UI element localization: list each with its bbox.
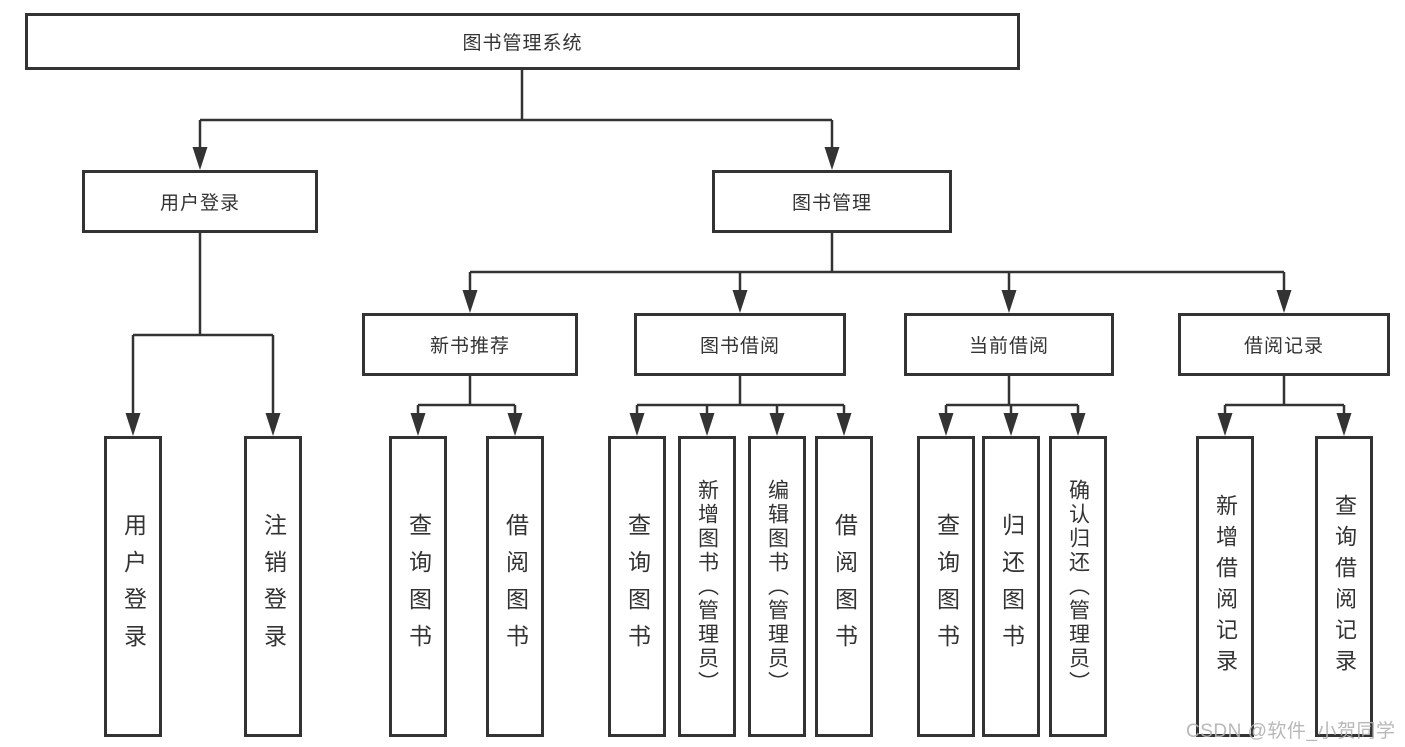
node-add-book-admin-label: 新增图书（管理员） <box>695 478 719 695</box>
node-query-borrow-record-label: 查询借阅记录 <box>1332 493 1357 680</box>
node-edit-book-admin-label: 编辑图书（管理员） <box>765 478 789 695</box>
node-book-borrowing: 图书借阅 <box>634 313 846 376</box>
watermark: CSDN @软件_小贺同学 <box>1186 721 1396 742</box>
node-leaf-logout: 注销登录 <box>244 436 302 737</box>
node-confirm-return-admin: 确认归还（管理员） <box>1049 436 1107 737</box>
node-query-books-borrowing: 查询图书 <box>608 436 666 737</box>
node-leaf-user-login-label: 用户登录 <box>120 512 147 661</box>
node-book-management: 图书管理 <box>712 170 952 233</box>
node-current-borrowing: 当前借阅 <box>904 313 1114 376</box>
node-root: 图书管理系统 <box>25 13 1020 70</box>
node-new-book-recommend: 新书推荐 <box>362 313 578 376</box>
node-borrow-books-borrowing: 借阅图书 <box>815 436 873 737</box>
node-leaf-logout-label: 注销登录 <box>260 512 287 661</box>
node-leaf-user-login: 用户登录 <box>104 436 162 737</box>
node-confirm-return-admin-label: 确认归还（管理员） <box>1066 478 1090 695</box>
node-user-login: 用户登录 <box>82 170 318 233</box>
node-borrow-books-recommend-label: 借阅图书 <box>502 512 529 661</box>
node-return-books: 归还图书 <box>982 436 1040 737</box>
node-add-borrow-record-label: 新增借阅记录 <box>1213 493 1238 680</box>
node-query-books-current-label: 查询图书 <box>933 512 960 661</box>
node-add-borrow-record: 新增借阅记录 <box>1196 436 1254 737</box>
node-borrowing-records: 借阅记录 <box>1178 313 1390 376</box>
node-query-books-current: 查询图书 <box>917 436 975 737</box>
node-query-books-borrowing-label: 查询图书 <box>624 512 651 661</box>
node-edit-book-admin: 编辑图书（管理员） <box>748 436 806 737</box>
node-add-book-admin: 新增图书（管理员） <box>678 436 736 737</box>
node-borrow-books-recommend: 借阅图书 <box>486 436 544 737</box>
node-query-borrow-record: 查询借阅记录 <box>1315 436 1373 737</box>
node-query-books-recommend: 查询图书 <box>389 436 447 737</box>
node-return-books-label: 归还图书 <box>998 512 1025 661</box>
node-query-books-recommend-label: 查询图书 <box>405 512 432 661</box>
node-borrow-books-borrowing-label: 借阅图书 <box>831 512 858 661</box>
